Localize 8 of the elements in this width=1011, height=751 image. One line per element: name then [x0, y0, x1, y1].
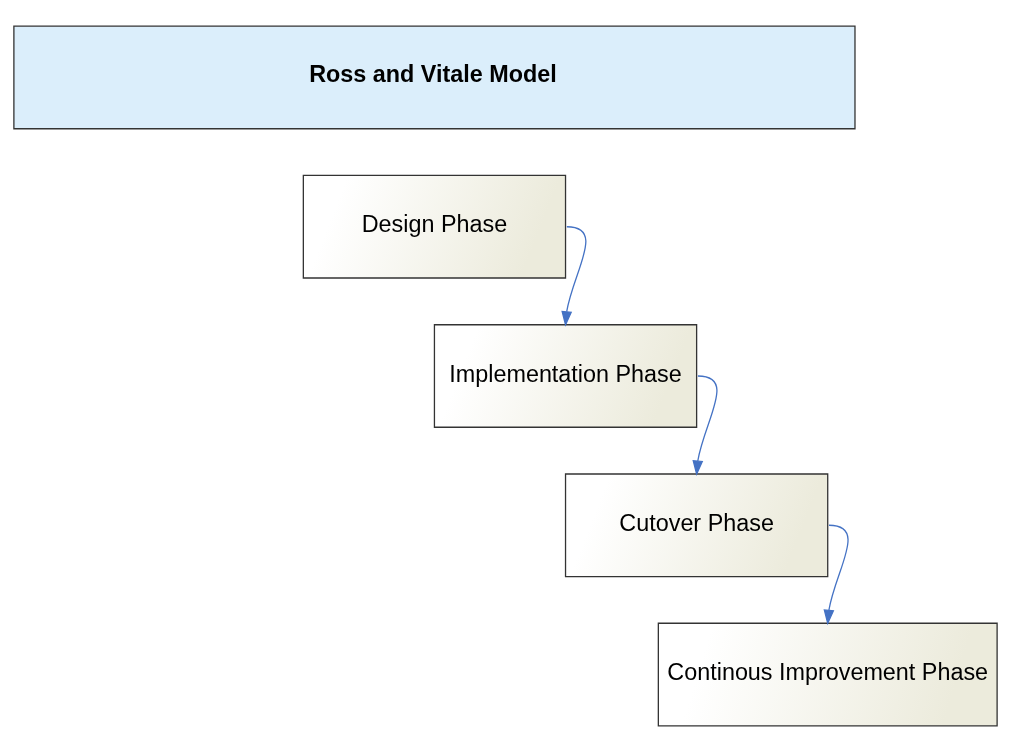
node-box: Design Phase: [302, 174, 567, 279]
arrow: [561, 225, 587, 327]
arrow: [692, 374, 718, 476]
node-box: Cutover Phase: [564, 472, 829, 577]
node-box: Continous Improvement Phase: [657, 622, 998, 726]
arrow: [823, 524, 849, 625]
node-box: Implementation Phase: [433, 323, 698, 428]
node-box: Ross and Vitale Model: [13, 25, 856, 129]
